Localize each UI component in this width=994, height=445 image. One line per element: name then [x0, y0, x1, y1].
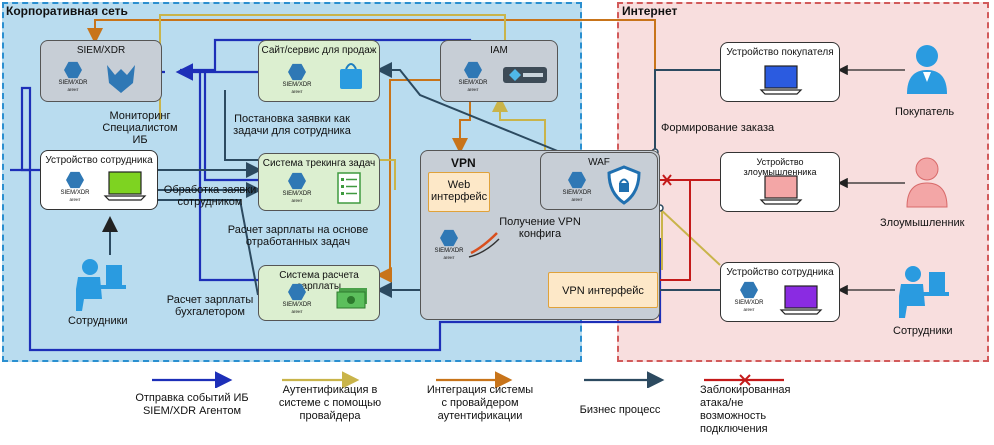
vpn-interface-box: VPN интерфейс — [548, 272, 658, 308]
attacker-device-box: Устройство злоумышленника — [720, 152, 840, 212]
remote-employee-device-title: Устройство сотрудника — [726, 267, 834, 278]
wazuh-wolf-icon — [107, 65, 135, 93]
vpn-interface-label: VPN интерфейс — [562, 285, 644, 297]
payroll-system-title: Система расчета зарплаты — [279, 270, 359, 292]
attacker-label: Злоумышленник — [880, 217, 965, 229]
laptop-blue-icon — [759, 65, 803, 95]
local-employees-label: Сотрудники — [68, 315, 128, 327]
shopping-bag-icon — [340, 63, 362, 89]
attacker-person-icon — [906, 157, 948, 208]
remote-employees-label: Сотрудники — [893, 325, 953, 337]
keycloak-icon — [503, 67, 547, 83]
legend-blocked-x — [739, 374, 751, 386]
laptop-purple-icon — [779, 285, 823, 315]
buyer-device-box: Устройство покупателя — [720, 42, 840, 102]
siem-line-payroll — [198, 72, 260, 282]
openvpn-icon — [468, 232, 500, 258]
attacker-device-title: Устройство злоумышленника — [743, 157, 817, 177]
task-tracking-title: Система трекинга задач — [262, 158, 376, 169]
legend-blocked-label: Заблокированная атака/не возможность под… — [700, 384, 791, 435]
siem-xdr-title: SIEM/XDR — [76, 45, 126, 56]
monitoring-label: Мониторинг Специалистом ИБ — [102, 110, 178, 146]
buyer-person-icon — [907, 45, 947, 94]
salary-calc-label: Расчет зарплаты на основе отработанных з… — [227, 224, 369, 248]
vpn-config-label: Получение VPN конфига — [499, 216, 581, 240]
checklist-icon — [337, 172, 361, 204]
task-request-label: Постановка заявки как задачи для сотрудн… — [233, 113, 351, 137]
request-processing-label: Обработка заявки сотрудником — [163, 184, 257, 208]
siem-line-big-loop — [20, 86, 662, 352]
employee-device-title: Устройство сотрудника — [45, 155, 153, 166]
corporate-network-title: Корпоративная сеть — [6, 4, 128, 18]
money-icon — [336, 288, 367, 309]
laptop-pink-icon — [759, 175, 803, 205]
web-interface-label: Web интерфейс — [431, 179, 488, 203]
buyer-label: Покупатель — [895, 106, 955, 118]
auth-line-waf — [492, 96, 546, 150]
web-interface-box: Web интерфейс — [428, 172, 490, 212]
legend-auth-label: Аутентификация в системе с помощью прова… — [278, 384, 382, 422]
remote-employees-icon — [899, 266, 949, 318]
legend-integration-label: Интеграция системы с провайдером аутенти… — [426, 384, 534, 422]
business-line-buyer — [654, 69, 720, 152]
shield-icon — [607, 165, 641, 205]
laptop-green-icon — [103, 171, 147, 201]
order-forming-label: Формирование заказа — [661, 122, 775, 134]
buyer-device-title: Устройство покупателя — [726, 47, 834, 58]
local-employees-icon — [76, 259, 126, 311]
legend-siem-label: Отправка событий ИБ SIEM/XDR Агентом — [135, 392, 249, 417]
salary-accountant-label: Расчет зарплаты бухгалетором — [166, 294, 254, 318]
legend-business-label: Бизнес процесс — [579, 404, 661, 416]
vpn-title: VPN — [451, 156, 476, 170]
sales-site-title: Сайт/сервис для продаж — [261, 45, 377, 56]
internet-title: Интернет — [622, 4, 678, 18]
siem-line-tracking — [203, 72, 260, 182]
waf-title: WAF — [588, 157, 610, 168]
iam-title: IAM — [490, 45, 508, 56]
legend-lines — [152, 371, 784, 388]
